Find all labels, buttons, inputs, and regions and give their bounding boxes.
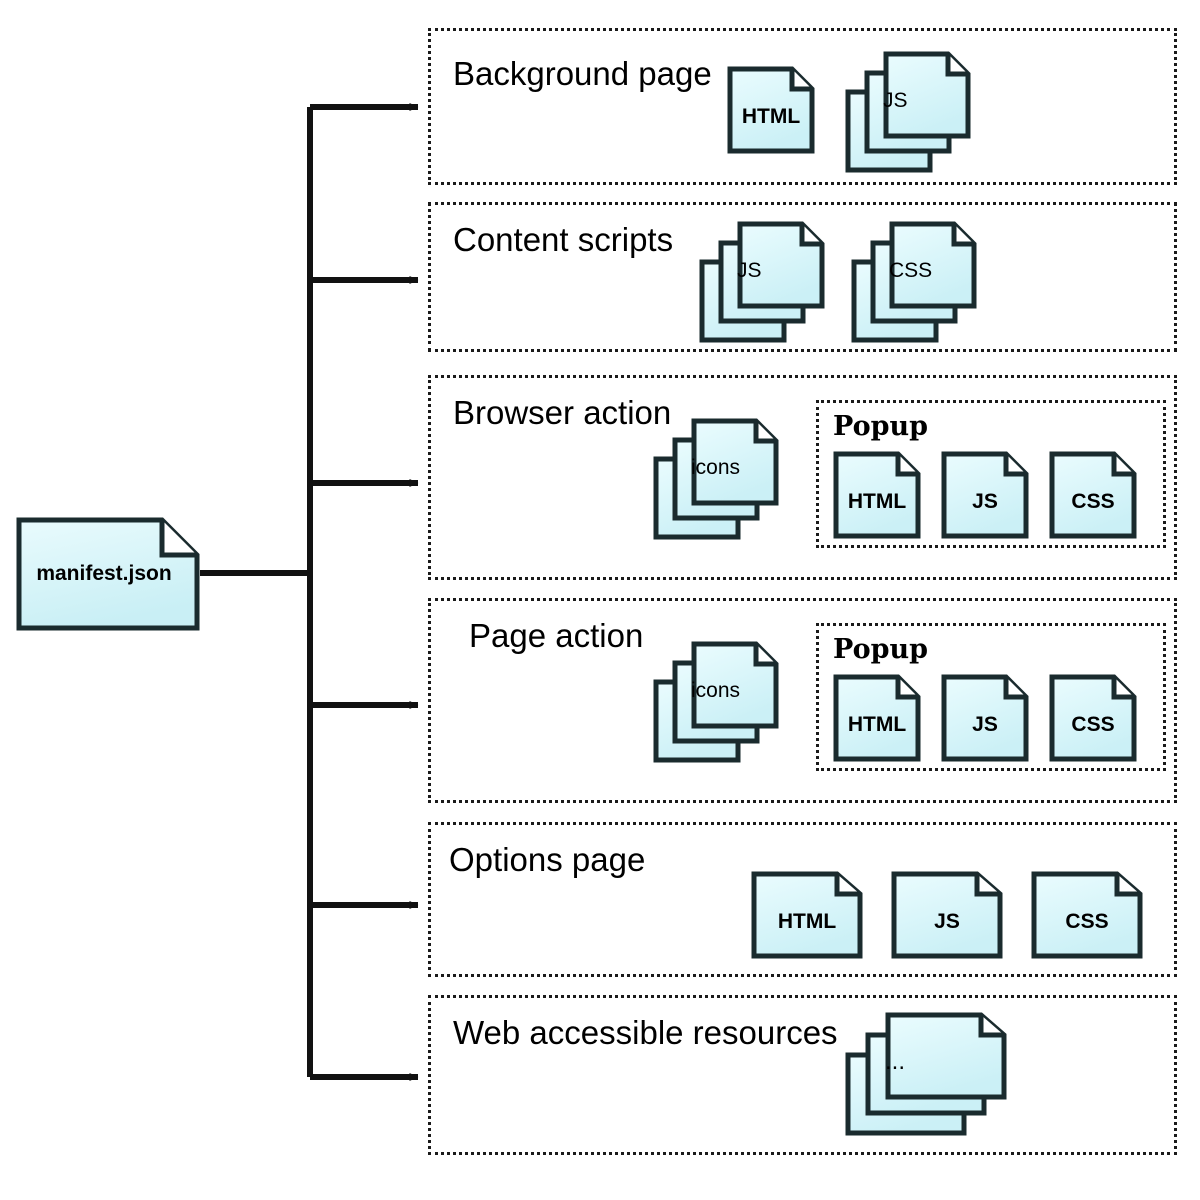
- file-icon: [737, 221, 825, 309]
- file-label: JS: [737, 259, 762, 282]
- file-label: HTML: [741, 105, 801, 128]
- file-css[interactable]: CSS: [1049, 451, 1137, 539]
- stack-layer-front: JS: [737, 221, 825, 309]
- section-page-action[interactable]: Page action icons P: [428, 598, 1177, 803]
- section-title-browser-action: Browser action: [453, 394, 672, 431]
- file-label: JS: [934, 910, 960, 933]
- popup-title: Popup: [833, 634, 928, 665]
- file-html[interactable]: HTML: [833, 451, 921, 539]
- file-stack-js[interactable]: JS: [699, 221, 825, 343]
- file-label: CSS: [1071, 713, 1115, 736]
- file-icon: [16, 517, 200, 631]
- file-icon: [833, 451, 921, 539]
- manifest-json-node[interactable]: manifest.json: [16, 517, 200, 631]
- file-icon: [833, 674, 921, 762]
- file-icon: [883, 51, 971, 139]
- section-title-page-action: Page action: [469, 617, 644, 654]
- section-title-web-accessible-resources: Web accessible resources: [453, 1014, 838, 1051]
- file-icon: [891, 871, 1003, 959]
- popup-box[interactable]: Popup HTML JS CSS: [816, 400, 1166, 548]
- file-js[interactable]: JS: [891, 871, 1003, 959]
- file-label: JS: [883, 89, 908, 112]
- section-content-scripts[interactable]: Content scripts JS: [428, 202, 1177, 352]
- stack-layer-front: JS: [883, 51, 971, 139]
- section-options-page[interactable]: Options page HTML JS CSS: [428, 822, 1177, 977]
- file-css[interactable]: CSS: [1049, 674, 1137, 762]
- file-html[interactable]: HTML: [751, 871, 863, 959]
- file-js[interactable]: JS: [941, 674, 1029, 762]
- section-title-options-page: Options page: [449, 841, 646, 878]
- file-stack-css[interactable]: CSS: [851, 221, 977, 343]
- popup-box[interactable]: Popup HTML JS CSS: [816, 623, 1166, 771]
- file-icon: [1031, 871, 1143, 959]
- file-icon: [691, 418, 779, 506]
- file-label: CSS: [889, 259, 933, 282]
- section-title-background-page: Background page: [453, 55, 712, 92]
- file-label: CSS: [1065, 910, 1109, 933]
- file-icon: [885, 1012, 1007, 1100]
- file-label: HTML: [777, 910, 837, 933]
- stack-layer-front: ...: [885, 1012, 1007, 1100]
- popup-title: Popup: [833, 411, 928, 442]
- stack-layer-front: icons: [691, 418, 779, 506]
- file-html[interactable]: HTML: [727, 66, 815, 154]
- file-stack-js[interactable]: JS: [845, 51, 971, 173]
- section-web-accessible-resources[interactable]: Web accessible resources ...: [428, 995, 1177, 1155]
- file-stack-icons[interactable]: icons: [653, 641, 779, 763]
- file-icon: [941, 674, 1029, 762]
- stack-layer-front: icons: [691, 641, 779, 729]
- file-label: JS: [972, 713, 998, 736]
- file-icon: [941, 451, 1029, 539]
- file-icon: [691, 641, 779, 729]
- file-icon: [889, 221, 977, 309]
- file-icon: [751, 871, 863, 959]
- file-html[interactable]: HTML: [833, 674, 921, 762]
- file-label: HTML: [847, 490, 907, 513]
- file-label: HTML: [847, 713, 907, 736]
- stack-layer-front: CSS: [889, 221, 977, 309]
- file-stack-resources[interactable]: ...: [845, 1012, 1007, 1137]
- file-stack-icons[interactable]: icons: [653, 418, 779, 540]
- section-title-content-scripts: Content scripts: [453, 221, 674, 258]
- section-browser-action[interactable]: Browser action icons: [428, 375, 1177, 580]
- file-icon: [1049, 674, 1137, 762]
- file-icon: [1049, 451, 1137, 539]
- manifest-json-label: manifest.json: [36, 562, 172, 585]
- file-label: icons: [691, 456, 741, 479]
- file-label: ...: [885, 1048, 906, 1075]
- file-css[interactable]: CSS: [1031, 871, 1143, 959]
- file-label: JS: [972, 490, 998, 513]
- file-label: CSS: [1071, 490, 1115, 513]
- file-label: icons: [691, 679, 741, 702]
- file-icon: [727, 66, 815, 154]
- section-background-page[interactable]: Background page HTML: [428, 28, 1177, 185]
- file-js[interactable]: JS: [941, 451, 1029, 539]
